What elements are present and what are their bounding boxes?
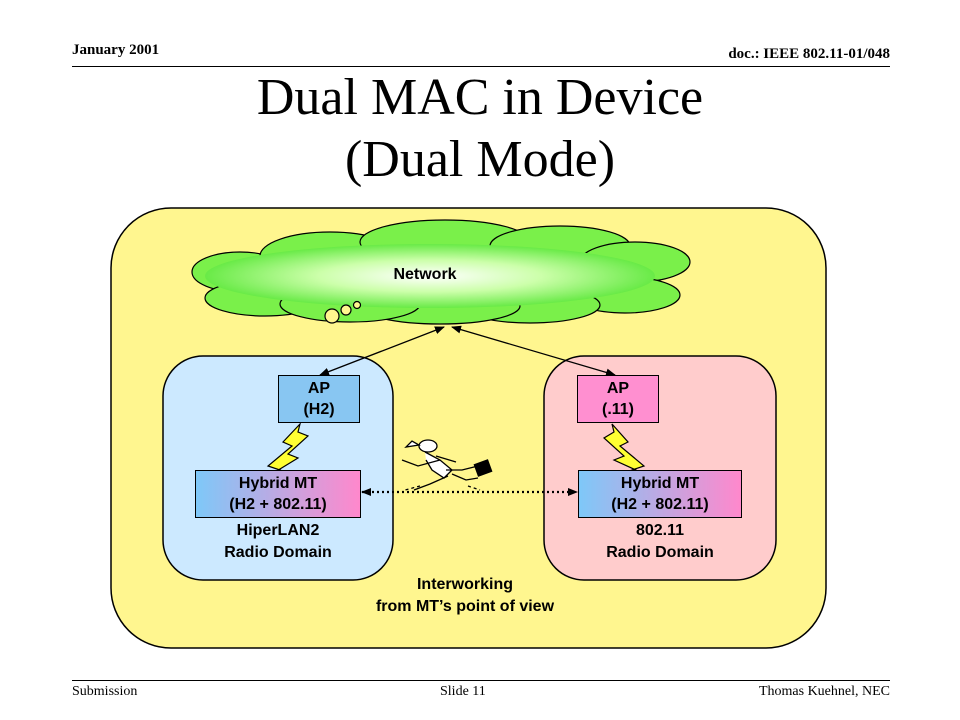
header-doc-id: doc.: IEEE 802.11-01/048 — [728, 46, 890, 62]
running-person-icon — [401, 439, 493, 491]
hybrid-mt-left-box: Hybrid MT (H2 + 802.11) — [195, 470, 361, 518]
interworking-label-line2: from MT’s point of view — [375, 598, 555, 615]
arrow-ap-11-network — [451, 325, 616, 377]
slide-title-line2: (Dual Mode) — [344, 131, 616, 188]
ap-11-box: AP (.11) — [577, 375, 659, 423]
interworking-label: Interworking from MT’s point of view — [300, 574, 630, 618]
wlan-domain-label-line2: Radio Domain — [606, 544, 714, 561]
footer-author: Thomas Kuehnel, NEC — [758, 684, 890, 699]
hybrid-mt-right-line2: (H2 + 802.11) — [611, 496, 709, 513]
ap-h2-box: AP (H2) — [278, 375, 360, 423]
header-date: January 2001 — [72, 42, 160, 58]
hybrid-mt-left-line1: Hybrid MT — [238, 475, 318, 492]
cloud-bubble-small — [352, 300, 362, 310]
hiperlan2-domain-label-line1: HiperLAN2 — [236, 522, 320, 539]
network-cloud — [191, 219, 691, 325]
ap-11-line1: AP — [606, 380, 630, 397]
hiperlan2-domain-label-line2: Radio Domain — [224, 544, 332, 561]
footer-rule — [72, 680, 890, 681]
ap-11-line2: (.11) — [601, 401, 634, 418]
network-label: Network — [393, 266, 457, 283]
hybrid-mt-right-line1: Hybrid MT — [620, 475, 700, 492]
interworking-label-line1: Interworking — [416, 576, 513, 593]
slide-title-line1: Dual MAC in Device — [256, 69, 704, 126]
cloud-bubble-medium — [340, 304, 352, 316]
ap-h2-line2: (H2) — [303, 401, 335, 418]
hybrid-mt-left-line2: (H2 + 802.11) — [229, 496, 327, 513]
footer-slide-number: Slide 11 — [440, 684, 486, 699]
hybrid-mt-right-box: Hybrid MT (H2 + 802.11) — [578, 470, 742, 518]
arrow-ap-h2-network — [319, 326, 445, 376]
hiperlan2-domain-label: HiperLAN2 Radio Domain — [163, 520, 393, 564]
wlan-domain-label: 802.11 Radio Domain — [544, 520, 776, 564]
header-rule — [72, 66, 890, 67]
cloud-bubble-large — [324, 308, 340, 324]
wlan-domain-label-line1: 802.11 — [635, 522, 685, 539]
footer-submission: Submission — [72, 684, 138, 699]
ap-h2-line1: AP — [307, 380, 331, 397]
